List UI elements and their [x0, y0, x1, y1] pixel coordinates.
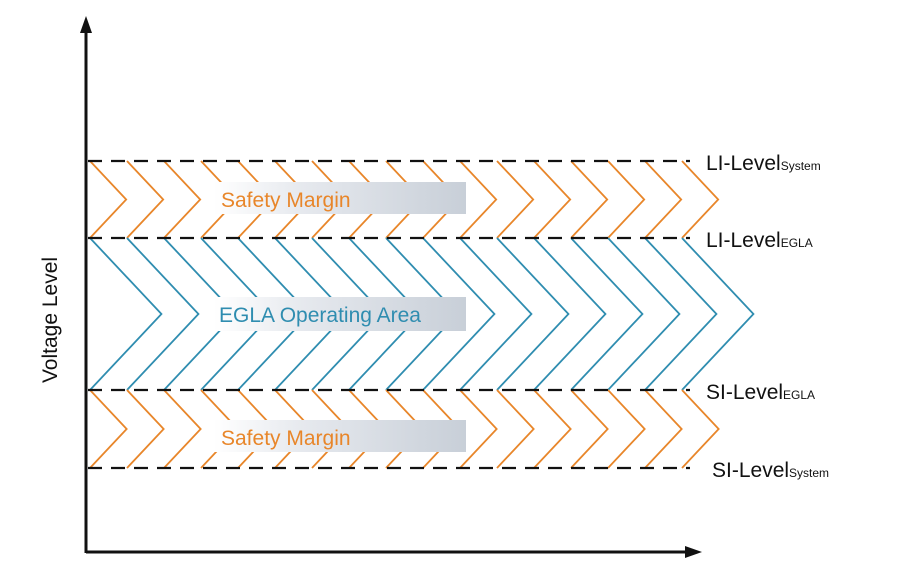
- hatch-line-operating: [496, 237, 570, 391]
- level-label-li-system: LI-LevelSystem: [706, 152, 821, 175]
- y-axis-arrowhead: [80, 16, 92, 33]
- lower-safety-margin-hatching: [89, 389, 720, 469]
- hatch-line-margin: [607, 160, 646, 239]
- hatch-line-margin: [89, 389, 128, 469]
- lower-safety-margin-label: Safety Margin: [221, 427, 351, 450]
- hatch-line-operating: [89, 237, 163, 391]
- hatch-line-operating: [459, 237, 533, 391]
- upper-safety-margin-label: Safety Margin: [221, 189, 351, 212]
- hatch-line-margin: [607, 389, 646, 469]
- hatch-line-margin: [644, 389, 683, 469]
- hatch-line-margin: [681, 389, 720, 469]
- hatch-line-margin: [570, 160, 609, 239]
- hatch-line-operating: [533, 237, 607, 391]
- upper-margin-label-box: [214, 182, 466, 214]
- hatch-line-margin: [459, 160, 498, 239]
- hatch-line-margin: [533, 160, 572, 239]
- hatch-line-operating: [644, 237, 718, 391]
- hatch-line-margin: [459, 389, 498, 469]
- hatch-line-margin: [570, 389, 609, 469]
- hatch-line-margin: [126, 160, 165, 239]
- hatch-line-operating: [126, 237, 200, 391]
- level-label-li-egla: LI-LevelEGLA: [706, 229, 813, 252]
- operating-label-box: [214, 297, 466, 331]
- x-axis-arrowhead: [685, 546, 702, 558]
- y-axis-label: Voltage Level: [39, 257, 62, 383]
- hatch-line-operating: [422, 237, 496, 391]
- hatch-line-operating: [681, 237, 755, 391]
- hatch-line-operating: [570, 237, 644, 391]
- hatch-line-margin: [163, 389, 202, 469]
- hatch-line-margin: [163, 160, 202, 239]
- lower-margin-label-box: [214, 420, 466, 452]
- hatch-line-margin: [89, 160, 128, 239]
- egla-operating-area-label: EGLA Operating Area: [219, 304, 421, 327]
- hatch-line-margin: [496, 160, 535, 239]
- hatch-line-margin: [681, 160, 720, 239]
- level-label-si-system: SI-LevelSystem: [712, 459, 829, 482]
- level-label-si-egla: SI-LevelEGLA: [706, 381, 815, 404]
- hatch-line-margin: [126, 389, 165, 469]
- hatch-line-operating: [607, 237, 681, 391]
- hatch-line-margin: [644, 160, 683, 239]
- hatch-line-margin: [533, 389, 572, 469]
- hatch-line-margin: [496, 389, 535, 469]
